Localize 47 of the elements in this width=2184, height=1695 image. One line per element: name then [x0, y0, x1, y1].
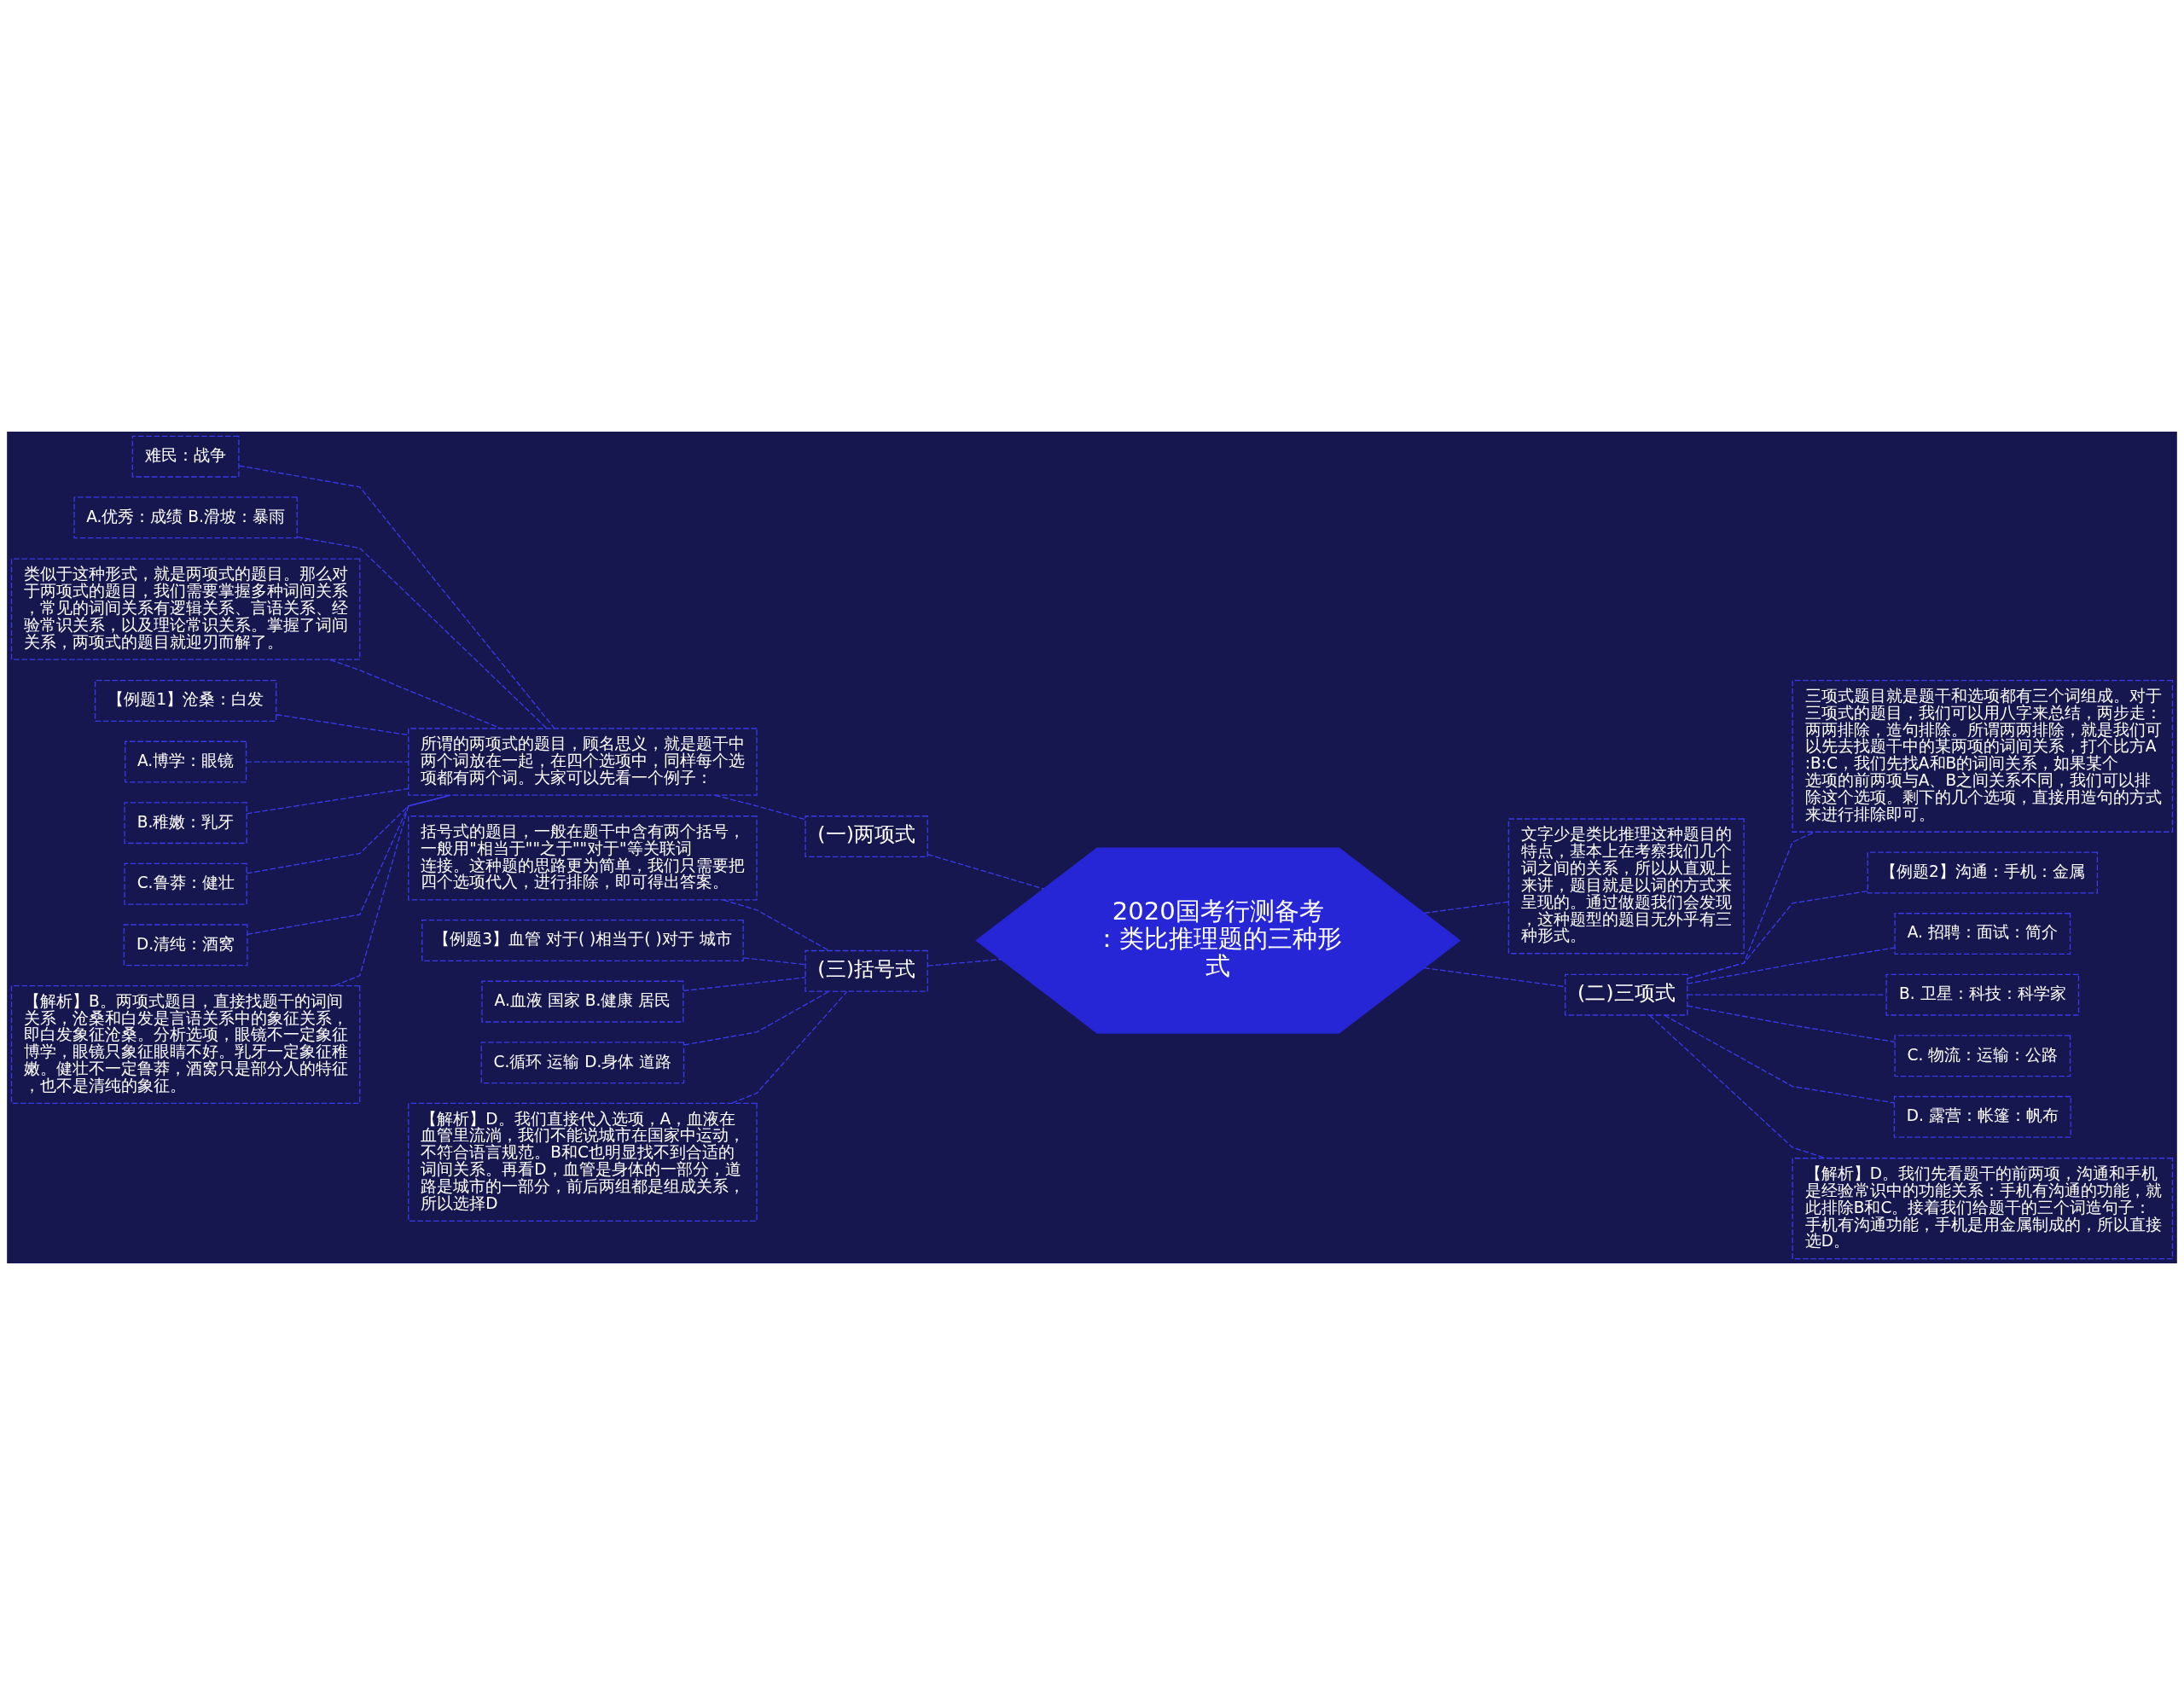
node-box: (一)两项式: [804, 816, 928, 858]
node-box: A.博学：眼镜: [125, 740, 247, 783]
connector: [1423, 901, 1509, 914]
connector: [1687, 890, 1868, 979]
node-box: 括号式的题目，一般在题干中含有两个括号，一般用"相当于""之于""对于"等关联词连接。这种题的思路更为简单，我们只需要把四个选项代入，进行排除，即可得出答案。: [408, 816, 758, 901]
connector: [247, 794, 451, 935]
node-box: A.血液 国家 B.健康 居民: [481, 980, 684, 1023]
connector: [742, 957, 806, 966]
node-box: C.鲁莽：健壮: [124, 862, 247, 905]
connector: [682, 977, 806, 992]
node-box: 类似于这种形式，就是两项式的题目。那么对于两项式的题目，我们需要掌握多种词间关系，常见的词间关系有逻辑关系、言语关系、经验常识关系，以及理论常识关系。掌握了词间关系，两项式的题目就迎刃而解了。: [10, 558, 361, 660]
connector: [328, 659, 502, 729]
node-box: 【例题1】沧桑：白发: [94, 679, 277, 723]
node-box: 难民：战争: [131, 435, 240, 478]
connector: [276, 714, 410, 736]
node-box: A. 招聘：面试：简介: [1894, 913, 2071, 955]
node-box: D.清纯：酒窝: [123, 924, 248, 966]
node-box: B. 卫星：科技：科学家: [1885, 973, 2080, 1016]
node-box: 【例题3】血管 对于( )相当于( )对于 城市: [421, 920, 744, 962]
node-box: 文字少是类比推理这种题目的特点，基本上在考察我们几个词之间的关系，所以从直观上来讲，题目就是以词的方式来呈现的。通过做题我们会发现，这种题型的题目无外乎有三种形式。: [1507, 818, 1745, 955]
connector: [1687, 994, 1887, 996]
connector: [926, 853, 1044, 890]
connector: [730, 990, 848, 1104]
node-box: 三项式题目就是题干和选项都有三个词组成。对于三项式的题目，我们可以用八字来总结，两步走：两两排除，造句排除。所谓两两排除，就是我们可以先去找题干中的某两项的词间关系，打个比方A:B:C，我们先找A和B的词间关系，如果某个选项的前两项与A、B之间关系不同，我们可以排除这个选项。剩下的几个选项，直接用造句的方式来进行排除即可。: [1792, 679, 2174, 833]
node-box: C. 物流：运输：公路: [1894, 1035, 2071, 1077]
connector: [246, 761, 410, 763]
node-box: (三)括号式: [804, 949, 928, 992]
node-box: 【解析】D。我们先看题干的前两项，沟通和手机是经验常识中的功能关系：手机有沟通的功能，就此排除B和C。接着我们给题干的三个词造句子：手机有沟通功能，手机是用金属制成的，所以直接选D。: [1792, 1158, 2174, 1260]
connector: [246, 787, 410, 815]
connector: [296, 536, 548, 729]
node-box: (二)三项式: [1565, 973, 1688, 1016]
connector: [238, 465, 555, 729]
connector: [1649, 1014, 1827, 1159]
node-box: D. 露营：帐篷：帆布: [1893, 1095, 2071, 1138]
node-box: A.优秀：成绩 B.滑坡：暴雨: [73, 496, 298, 539]
connector: [334, 794, 451, 987]
node-box: 【解析】D。我们直接代入选项，A，血液在血管里流淌，我们不能说城市在国家中运动，不符合语言规范。B和C也明显找不到合适的词间关系。再看D，血管是身体的一部分，道路是城市的一部分，前后两组都是组成关系，所以选择D: [408, 1102, 758, 1222]
node-box: 【解析】B。两项式题目，直接找题干的词间关系，沧桑和白发是言语关系中的象征关系，即白发象征沧桑。分析选项，眼镜不一定象征博学，眼镜只象征眼睛不好。乳牙一定象征稚嫩。健壮不一定鲁莽，酒窝只是部分人的特征，也不是清纯的象征。: [10, 984, 361, 1105]
connector: [1687, 947, 1896, 984]
connector: [1687, 1005, 1896, 1042]
connector: [1664, 1014, 1895, 1104]
node-box: B.稚嫩：乳牙: [124, 802, 247, 845]
node-box: C.循环 运输 D.身体 道路: [480, 1042, 685, 1084]
connector: [926, 959, 1002, 966]
node-box: 所谓的两项式的题目，顾名思义，就是题干中两个词放在一起，在四个选项中，同样每个选项都有两个词。大家可以先看一个例子：: [408, 728, 758, 796]
node-box: 【例题2】沟通：手机：金属: [1867, 851, 2099, 894]
connector: [682, 990, 830, 1046]
